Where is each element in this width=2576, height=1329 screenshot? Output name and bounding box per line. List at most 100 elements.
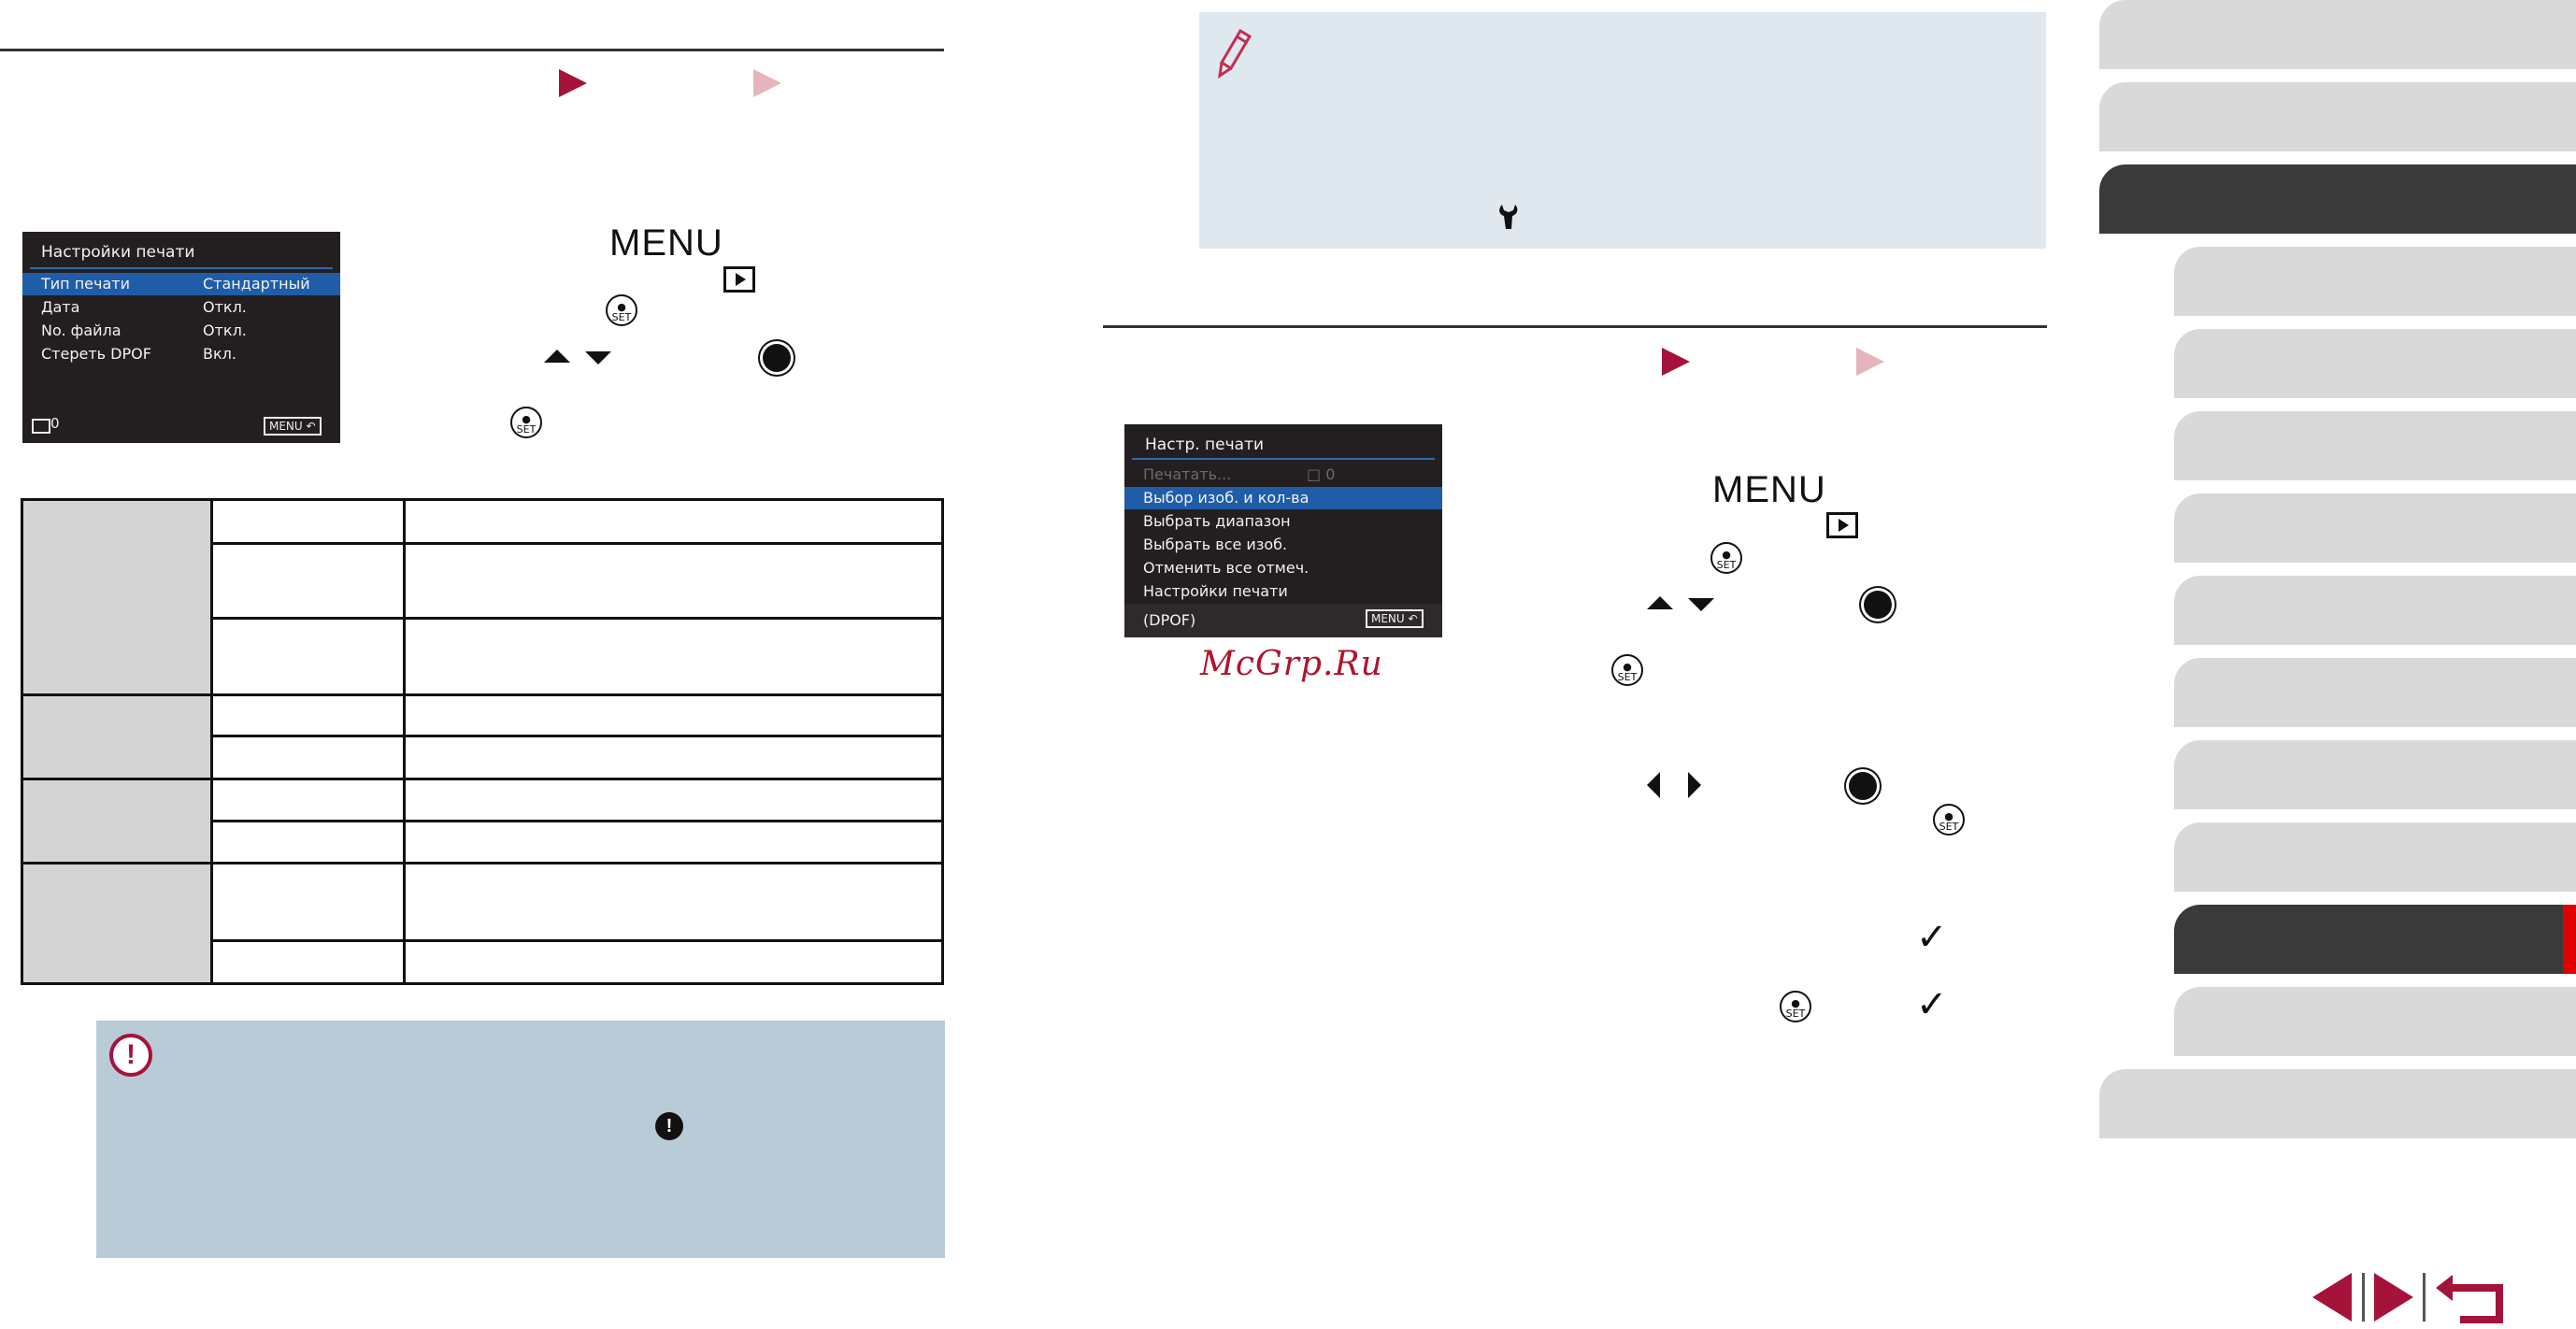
down-arrow-icon xyxy=(585,351,611,364)
func-set-button-icon: ●SET xyxy=(1611,654,1643,686)
screen-title-separator xyxy=(30,267,333,269)
chapter-tab-7[interactable] xyxy=(2174,493,2576,563)
row-label: Выбор изоб. и кол-ва xyxy=(1143,489,1309,507)
row-value: Стандартный xyxy=(203,275,310,293)
screen-row-clear-dpof: Стереть DPOF Вкл. xyxy=(22,343,340,365)
screen-row-date: Дата Откл. xyxy=(22,296,340,319)
caution-note-box: ! ! xyxy=(96,1021,945,1258)
table-description-cell xyxy=(403,735,944,780)
row-label: Стереть DPOF xyxy=(41,345,151,363)
left-section-rule xyxy=(0,49,944,51)
screen-row-print-settings: Настройки печати xyxy=(1124,580,1442,603)
print-settings-screen: Настройки печати Тип печати Стандартный … xyxy=(22,232,340,443)
chapter-tab-14[interactable] xyxy=(2099,1069,2576,1138)
row-label: Выбрать диапазон xyxy=(1143,512,1291,530)
right-section-rule xyxy=(1103,325,2047,328)
prev-page-icon[interactable] xyxy=(2309,1271,2355,1323)
chapter-tab-9[interactable] xyxy=(2174,658,2576,727)
caution-icon: ! xyxy=(109,1034,152,1077)
menu-button-label: MENU xyxy=(1712,469,1826,510)
row-value: Вкл. xyxy=(203,345,236,363)
nav-divider xyxy=(2362,1273,2365,1322)
chapter-tab-11[interactable] xyxy=(2174,822,2576,892)
menu-back-badge: MENU ↶ xyxy=(1366,609,1424,628)
chapter-tab-6[interactable] xyxy=(2174,411,2576,480)
chapter-tab-5[interactable] xyxy=(2174,329,2576,398)
print-count-icon xyxy=(32,419,50,434)
chapter-tab-13[interactable] xyxy=(2174,987,2576,1056)
dpof-label: (DPOF) xyxy=(1143,611,1196,629)
wrench-icon xyxy=(1499,205,1518,229)
return-icon[interactable] xyxy=(2432,1271,2511,1323)
table-group-cell xyxy=(21,862,213,985)
left-arrow-icon xyxy=(1647,772,1660,798)
down-arrow-icon xyxy=(1688,598,1714,611)
chapter-tab-12-active[interactable] xyxy=(2174,905,2576,974)
screen-row-cancel-all: Отменить все отмеч. xyxy=(1124,557,1442,579)
table-group-cell xyxy=(21,498,213,696)
up-arrow-icon xyxy=(1647,596,1673,609)
table-description-cell xyxy=(403,820,944,865)
chapter-tab-3-active[interactable] xyxy=(2099,164,2576,234)
screen-row-select-images: Выбор изоб. и кол-ва xyxy=(1124,487,1442,509)
table-description-cell xyxy=(403,862,944,942)
print-menu-screen: Настр. печати Печатать... □ 0 Выбор изоб… xyxy=(1124,424,1442,637)
table-option-cell xyxy=(210,617,406,696)
row-label: No. файла xyxy=(41,322,122,339)
mode-indicator-active-icon xyxy=(559,69,587,97)
screen-row-select-all: Выбрать все изоб. xyxy=(1124,534,1442,556)
row-value: Откл. xyxy=(203,298,247,316)
print-settings-table xyxy=(21,498,944,985)
control-dial-icon xyxy=(1864,591,1892,619)
chapter-tab-4[interactable] xyxy=(2174,247,2576,316)
table-option-cell xyxy=(210,820,406,865)
watermark: McGrp.Ru xyxy=(1200,645,1383,683)
mode-indicator-inactive-icon xyxy=(1856,348,1884,376)
screen-row-select-range: Выбрать диапазон xyxy=(1124,510,1442,533)
checkmark-icon: ✓ xyxy=(1916,916,1948,959)
table-description-cell xyxy=(403,693,944,737)
mode-indicator-active-icon xyxy=(1662,348,1690,376)
chapter-tab-1[interactable] xyxy=(2099,0,2576,69)
row-label: Настройки печати xyxy=(1143,582,1288,600)
playback-tab-icon xyxy=(723,266,755,293)
current-chapter-marker xyxy=(2563,905,2576,974)
row-label: Выбрать все изоб. xyxy=(1143,536,1288,553)
row-value: Откл. xyxy=(203,322,247,339)
pencil-note-icon xyxy=(1218,28,1252,79)
table-group-cell xyxy=(21,693,213,780)
screen-title: Настр. печати xyxy=(1145,436,1265,454)
row-label: Тип печати xyxy=(41,275,130,293)
func-set-button-icon: ●SET xyxy=(1780,991,1811,1022)
screen-row-file-no: No. файла Откл. xyxy=(22,320,340,342)
screen-row-print-type: Тип печати Стандартный xyxy=(22,273,340,295)
row-label: Печатать... xyxy=(1143,465,1232,483)
control-dial-icon xyxy=(763,344,791,372)
print-count: 0 xyxy=(50,415,60,432)
next-page-icon[interactable] xyxy=(2370,1271,2417,1323)
table-option-cell xyxy=(210,498,406,545)
table-description-cell xyxy=(403,542,944,620)
table-option-cell xyxy=(210,542,406,620)
playback-tab-icon xyxy=(1826,512,1858,538)
chapter-tab-8[interactable] xyxy=(2174,576,2576,645)
screen-row-print-disabled: Печатать... □ 0 xyxy=(1124,464,1442,486)
menu-back-badge: MENU ↶ xyxy=(264,417,322,436)
table-option-cell xyxy=(210,778,406,822)
table-option-cell xyxy=(210,735,406,780)
table-option-cell xyxy=(210,862,406,942)
mode-indicator-inactive-icon xyxy=(753,69,781,97)
table-group-cell xyxy=(21,778,213,865)
menu-button-label: MENU xyxy=(609,222,723,264)
up-arrow-icon xyxy=(544,350,570,363)
chapter-tab-2[interactable] xyxy=(2099,82,2576,151)
table-description-cell xyxy=(403,498,944,545)
screen-title: Настройки печати xyxy=(41,243,195,262)
chapter-tab-10[interactable] xyxy=(2174,740,2576,809)
screen-title-separator xyxy=(1132,458,1435,460)
table-option-cell xyxy=(210,693,406,737)
info-note-box xyxy=(1199,12,2046,249)
table-description-cell xyxy=(403,939,944,985)
control-dial-icon xyxy=(1849,772,1877,800)
func-set-button-icon: ●SET xyxy=(1710,542,1742,574)
